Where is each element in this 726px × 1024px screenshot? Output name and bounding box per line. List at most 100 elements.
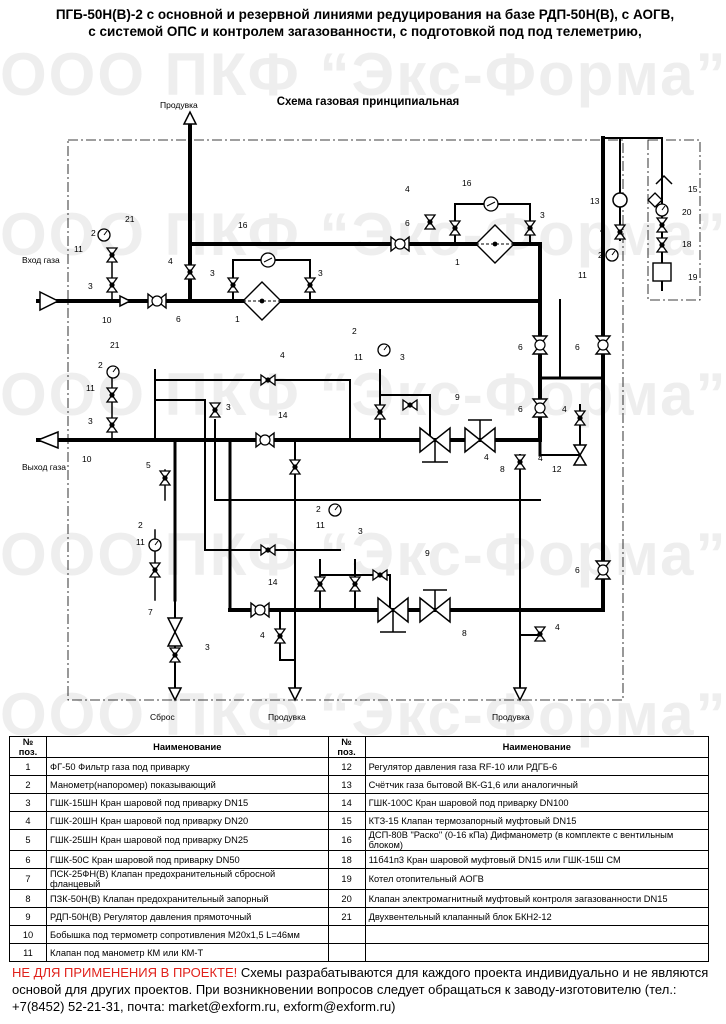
diagram-caption: Схема газовая принципиальная bbox=[277, 96, 460, 108]
purge-bottom-label-1: Продувка bbox=[268, 712, 306, 722]
valve-dn100-main bbox=[255, 432, 275, 448]
position-callout: 16 bbox=[238, 220, 248, 230]
diff-manometer-main bbox=[260, 252, 276, 268]
position-callout: 3 bbox=[358, 526, 363, 536]
position-callout: 6 bbox=[518, 404, 523, 414]
regulator-rf10 bbox=[572, 444, 588, 466]
position-callout: 5 bbox=[146, 460, 151, 470]
position-callout: 3 bbox=[210, 268, 215, 278]
position-callout: 14 bbox=[278, 410, 288, 420]
position-callout: 2 bbox=[91, 228, 96, 238]
position-callout: 3 bbox=[205, 642, 210, 652]
position-callout: 10 bbox=[102, 315, 112, 325]
position-callout: 3 bbox=[88, 281, 93, 291]
position-callout: 4 bbox=[562, 404, 567, 414]
filter-main bbox=[242, 281, 282, 321]
boiler-room-border bbox=[647, 139, 701, 301]
position-callout: 4 bbox=[280, 350, 285, 360]
position-callout: 6 bbox=[176, 314, 181, 324]
gas-meter bbox=[612, 192, 628, 208]
position-callout: 3 bbox=[540, 210, 545, 220]
position-callout: 8 bbox=[500, 464, 505, 474]
position-callout: 3 bbox=[88, 416, 93, 426]
valve-dn50-right-1 bbox=[532, 335, 548, 355]
position-callout: 2 bbox=[138, 520, 143, 530]
position-callout: 2 bbox=[98, 360, 103, 370]
valve-dn50-right-4 bbox=[595, 560, 611, 580]
discharge-label: Сброс bbox=[150, 712, 175, 722]
shutoff-valve-reserve bbox=[419, 589, 451, 624]
position-callout: 12 bbox=[552, 464, 562, 474]
purge-bottom-arrow-2 bbox=[512, 687, 528, 702]
position-callout: 7 bbox=[148, 607, 153, 617]
shutoff-valve-main bbox=[464, 419, 496, 454]
inlet-arrow bbox=[39, 290, 60, 312]
position-callout: 19 bbox=[688, 272, 698, 282]
position-callout: 4 bbox=[538, 453, 543, 463]
position-callout: 18 bbox=[682, 239, 692, 249]
position-callout: 11 bbox=[86, 383, 95, 393]
pipework bbox=[36, 118, 663, 691]
filter-reserve bbox=[475, 224, 515, 264]
position-callouts: 21 2 11 3 10 16 3 4 3 1 6 4 16 6 3 1 13 … bbox=[74, 178, 698, 652]
position-callout: 16 bbox=[462, 178, 472, 188]
position-callout: 6 bbox=[405, 218, 410, 228]
position-callout: 4 bbox=[168, 256, 173, 266]
position-callout: 1 bbox=[235, 314, 240, 324]
position-callout: 9 bbox=[425, 548, 430, 558]
valve-dn50-upper bbox=[390, 236, 410, 252]
inlet-label: Вход газа bbox=[22, 255, 60, 265]
boiler-arrow bbox=[655, 174, 673, 185]
position-callout: 6 bbox=[575, 342, 580, 352]
position-callout: 11 bbox=[316, 520, 325, 530]
position-callout: 21 bbox=[110, 340, 120, 350]
position-callout: 14 bbox=[268, 577, 278, 587]
disclaimer-text: Схемы разрабатываются для каждого проект… bbox=[12, 965, 709, 1014]
outlet-label: Выход газа bbox=[22, 462, 66, 472]
disclaimer-footer: НЕ ДЛЯ ПРИМЕНЕНИЯ В ПРОЕКТЕ! Схемы разра… bbox=[12, 964, 717, 1015]
boiler-aogv bbox=[652, 262, 672, 282]
position-callout: 8 bbox=[462, 628, 467, 638]
position-callout: 2 bbox=[352, 326, 357, 336]
position-callout: 3 bbox=[318, 268, 323, 278]
position-callout: 4 bbox=[484, 452, 489, 462]
position-callout: 3 bbox=[400, 352, 405, 362]
position-callout: 4 bbox=[555, 622, 560, 632]
position-callout: 15 bbox=[688, 184, 698, 194]
outlet-arrow bbox=[35, 430, 59, 450]
position-callout: 2 bbox=[316, 504, 321, 514]
position-callout: 11 bbox=[136, 537, 145, 547]
disclaimer-warning: НЕ ДЛЯ ПРИМЕНЕНИЯ В ПРОЕКТЕ! bbox=[12, 965, 238, 980]
position-callout: 13 bbox=[590, 196, 600, 206]
purge-top-label: Продувка bbox=[160, 100, 198, 110]
legend-header: № поз. Наименование № поз. Наименование bbox=[9, 736, 710, 758]
position-callout: 10 bbox=[82, 454, 92, 464]
flow-arrows bbox=[35, 110, 673, 702]
purge-bottom-label-2: Продувка bbox=[492, 712, 530, 722]
thermal-shutoff-valve bbox=[647, 192, 663, 208]
position-callout: 11 bbox=[578, 270, 587, 280]
title-line-2: с системой ОПС и контролем загазованност… bbox=[88, 24, 642, 39]
position-callout: 4 bbox=[600, 225, 605, 235]
position-callout: 3 bbox=[226, 402, 231, 412]
position-callout: 9 bbox=[455, 392, 460, 402]
valve-dn50-right-3 bbox=[532, 398, 548, 418]
position-callout: 21 bbox=[125, 214, 135, 224]
diagram-text: Вход газа Выход газа Продувка Сброс Прод… bbox=[22, 100, 530, 722]
valve-dn50-right-2 bbox=[595, 335, 611, 355]
valve-dn100-reserve bbox=[250, 602, 270, 618]
position-callout: 4 bbox=[260, 630, 265, 640]
relief-valve bbox=[166, 617, 184, 647]
position-callout: 6 bbox=[575, 565, 580, 575]
title-line-1: ПГБ-50Н(В)-2 с основной и резервной лини… bbox=[55, 7, 675, 22]
diff-manometer-reserve bbox=[483, 196, 499, 212]
gas-scheme-diagram: Схема газовая принципиальная bbox=[22, 96, 701, 722]
cabinet-border bbox=[67, 139, 624, 701]
